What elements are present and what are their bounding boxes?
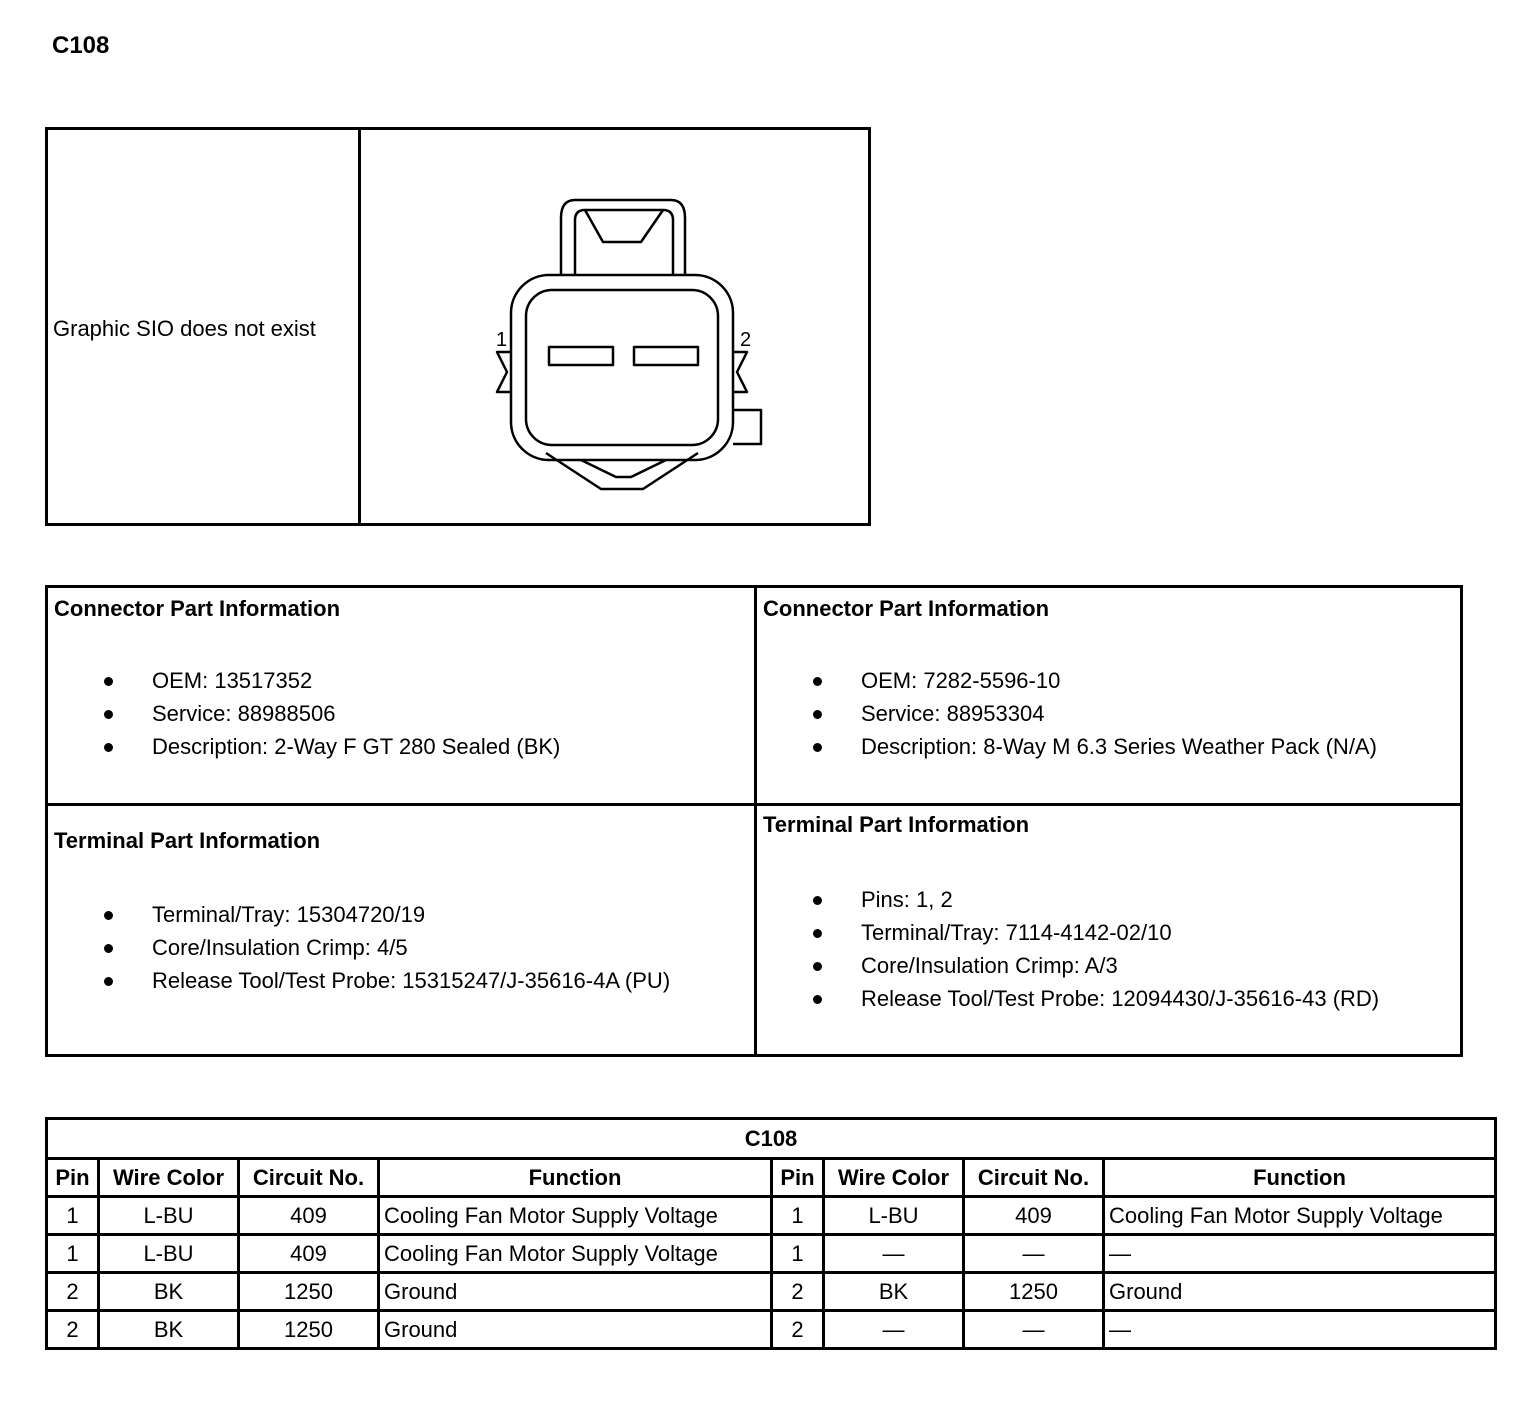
list-item: Release Tool/Test Probe: 15315247/J-3561…	[48, 964, 670, 997]
connector-image-box: Graphic SIO does not exist	[45, 127, 871, 526]
table-cell: —	[1102, 1233, 1497, 1274]
table-cell: 409	[237, 1233, 380, 1274]
divider	[48, 803, 1460, 806]
table-cell: 1250	[962, 1271, 1105, 1312]
table-row: 1 L-BU 409 Cooling Fan Motor Supply Volt…	[45, 1195, 1497, 1236]
list-item: Service: 88988506	[48, 697, 560, 730]
missing-graphic-cell: Graphic SIO does not exist	[48, 130, 361, 523]
bullet-list: Terminal/Tray: 15304720/19 Core/Insulati…	[48, 898, 670, 997]
section-heading: Connector Part Information	[763, 596, 1050, 621]
table-cell: Cooling Fan Motor Supply Voltage	[377, 1233, 773, 1274]
table-cell: 2	[770, 1271, 825, 1312]
left-terminal-info: Terminal Part Information Terminal/Tray:…	[48, 806, 754, 1054]
list-item: Pins: 1, 2	[757, 883, 1379, 916]
bullet-icon	[104, 944, 113, 953]
table-cell: 409	[237, 1195, 380, 1236]
column-header: Pin	[770, 1157, 825, 1198]
bullet-list: OEM: 13517352 Service: 88988506 Descript…	[48, 664, 560, 763]
table-cell: —	[822, 1233, 965, 1274]
part-info-table: Connector Part Information OEM: 13517352…	[45, 585, 1463, 1057]
table-cell: Ground	[377, 1271, 773, 1312]
pin-label-1: 1	[496, 329, 507, 351]
section-heading: Connector Part Information	[54, 596, 341, 621]
table-cell: BK	[97, 1309, 240, 1350]
bullet-icon	[104, 710, 113, 719]
table-cell: 2	[45, 1271, 100, 1312]
right-terminal-info: Terminal Part Information Pins: 1, 2 Ter…	[757, 806, 1460, 1054]
bullet-list: Pins: 1, 2 Terminal/Tray: 7114-4142-02/1…	[757, 883, 1379, 1015]
table-cell: BK	[822, 1271, 965, 1312]
bullet-icon	[813, 995, 822, 1004]
section-heading: Terminal Part Information	[763, 812, 1030, 837]
list-item: Terminal/Tray: 15304720/19	[48, 898, 670, 931]
list-item: OEM: 13517352	[48, 664, 560, 697]
bullet-icon	[813, 677, 822, 686]
table-cell: L-BU	[97, 1233, 240, 1274]
table-cell: 2	[770, 1309, 825, 1350]
list-item: Description: 2-Way F GT 280 Sealed (BK)	[48, 730, 560, 763]
bullet-icon	[813, 929, 822, 938]
column-header: Circuit No.	[962, 1157, 1105, 1198]
page-title: C108	[52, 32, 110, 59]
table-cell: 1250	[237, 1271, 380, 1312]
connector-face-drawing: 1 2	[495, 198, 763, 491]
table-cell: 1	[45, 1195, 100, 1236]
list-item: Terminal/Tray: 7114-4142-02/10	[757, 916, 1379, 949]
pin-table: C108 Pin Wire Color Circuit No. Function…	[45, 1117, 1497, 1350]
table-cell: 2	[45, 1309, 100, 1350]
table-cell: Cooling Fan Motor Supply Voltage	[377, 1195, 773, 1236]
list-item: Service: 88953304	[757, 697, 1377, 730]
table-cell: BK	[97, 1271, 240, 1312]
table-row: 2 BK 1250 Ground 2 — — —	[45, 1309, 1497, 1350]
table-cell: L-BU	[822, 1195, 965, 1236]
bullet-icon	[104, 743, 113, 752]
table-cell: 409	[962, 1195, 1105, 1236]
list-item: Core/Insulation Crimp: A/3	[757, 949, 1379, 982]
bullet-icon	[104, 911, 113, 920]
left-connector-info: Connector Part Information OEM: 13517352…	[48, 588, 754, 803]
table-title: C108	[45, 1117, 1497, 1160]
bullet-icon	[813, 962, 822, 971]
table-row: 1 L-BU 409 Cooling Fan Motor Supply Volt…	[45, 1233, 1497, 1274]
table-cell: 1250	[237, 1309, 380, 1350]
column-header: Wire Color	[822, 1157, 965, 1198]
bullet-icon	[104, 977, 113, 986]
missing-graphic-text: Graphic SIO does not exist	[53, 316, 316, 341]
bullet-icon	[813, 896, 822, 905]
section-heading: Terminal Part Information	[54, 828, 321, 853]
table-cell: Ground	[1102, 1271, 1497, 1312]
table-cell: —	[962, 1309, 1105, 1350]
bullet-icon	[104, 677, 113, 686]
header-row: Pin Wire Color Circuit No. Function Pin …	[45, 1157, 1497, 1198]
table-cell: —	[962, 1233, 1105, 1274]
divider	[754, 588, 757, 1054]
table-cell: —	[1102, 1309, 1497, 1350]
pin-label-2: 2	[740, 329, 751, 351]
table-cell: Ground	[377, 1309, 773, 1350]
column-header: Pin	[45, 1157, 100, 1198]
table-cell: —	[822, 1309, 965, 1350]
column-header: Wire Color	[97, 1157, 240, 1198]
column-header: Function	[1102, 1157, 1497, 1198]
table-cell: L-BU	[97, 1195, 240, 1236]
table-cell: 1	[770, 1233, 825, 1274]
right-connector-info: Connector Part Information OEM: 7282-559…	[757, 588, 1460, 803]
table-cell: Cooling Fan Motor Supply Voltage	[1102, 1195, 1497, 1236]
bullet-list: OEM: 7282-5596-10 Service: 88953304 Desc…	[757, 664, 1377, 763]
list-item: Release Tool/Test Probe: 12094430/J-3561…	[757, 982, 1379, 1015]
list-item: Description: 8-Way M 6.3 Series Weather …	[757, 730, 1377, 763]
list-item: Core/Insulation Crimp: 4/5	[48, 931, 670, 964]
column-header: Function	[377, 1157, 773, 1198]
bullet-icon	[813, 743, 822, 752]
table-cell: 1	[45, 1233, 100, 1274]
bullet-icon	[813, 710, 822, 719]
table-row: 2 BK 1250 Ground 2 BK 1250 Ground	[45, 1271, 1497, 1312]
connector-face-cell: 1 2	[361, 130, 868, 523]
table-cell: 1	[770, 1195, 825, 1236]
list-item: OEM: 7282-5596-10	[757, 664, 1377, 697]
column-header: Circuit No.	[237, 1157, 380, 1198]
